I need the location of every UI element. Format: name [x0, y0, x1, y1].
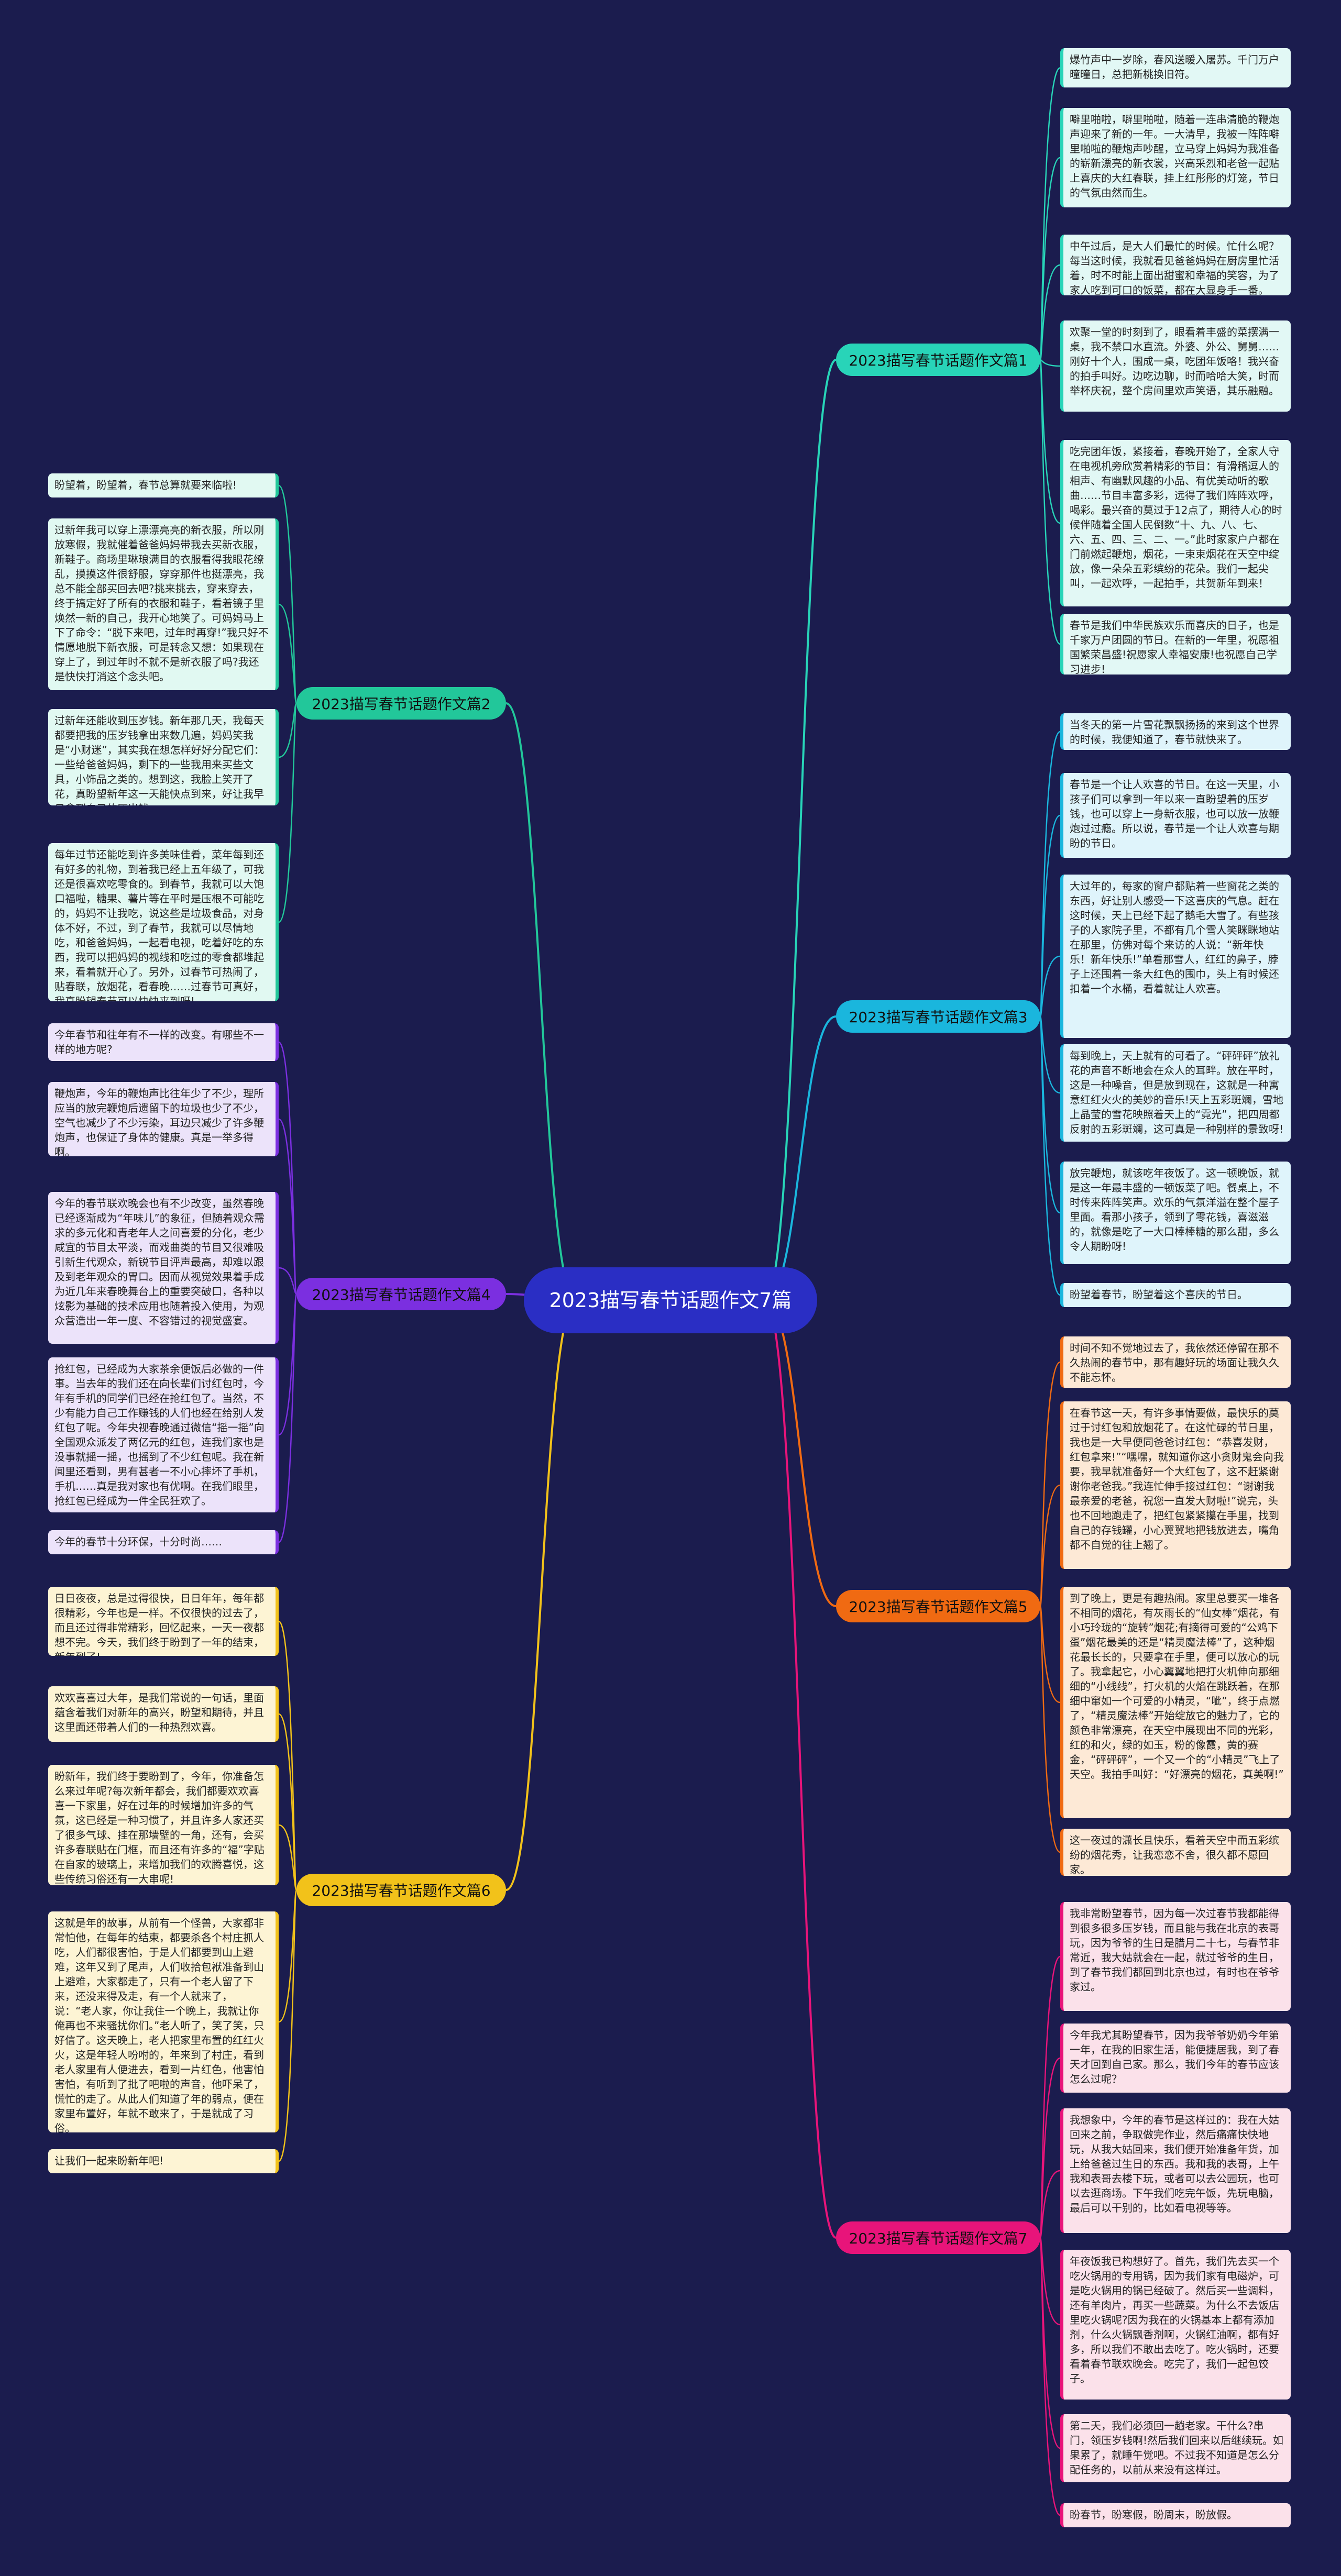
- leaf-text-b2-4[interactable]: 每年过节还能吃到许多美味佳肴，菜年每到还有好多的礼物，到着我已经上五年级了，可我…: [48, 843, 279, 1001]
- leaf-connector: [1039, 814, 1061, 1018]
- leaf-text-b6-1[interactable]: 日日夜夜，总是过得很快，日日年年，每年都很精彩，今年也是一样。不仅很快的过去了，…: [48, 1587, 279, 1656]
- branch-connector: [764, 1015, 837, 1301]
- leaf-connector: [278, 603, 298, 704]
- leaf-text-b1-6[interactable]: 春节是我们中华民族欢乐而喜庆的日子，也是千家万户团圆的节日。在新的一年里，祝愿祖…: [1060, 614, 1291, 675]
- branch-node-b6[interactable]: 2023描写春节话题作文篇6: [296, 1874, 506, 1906]
- leaf-text-b3-5[interactable]: 放完鞭炮，就该吃年夜饭了。这一顿晚饭，就是这一年最丰盛的一顿饭菜了吧。餐桌上，不…: [1060, 1162, 1291, 1264]
- leaf-text-b5-3[interactable]: 到了晚上，更是有趣热闹。家里总要买一堆各不相同的烟花，有灰雨长的“仙女棒”烟花，…: [1060, 1587, 1291, 1818]
- leaf-connector: [1039, 1484, 1061, 1607]
- leaf-connector: [278, 1267, 298, 1295]
- leaf-text-b4-3[interactable]: 今年的春节联欢晚会也有不少改变，虽然春晚已经逐渐成为“年味儿”的象征，但随着观众…: [48, 1192, 279, 1344]
- leaf-text-b3-4[interactable]: 每到晚上，天上就有的可看了。“砰砰砰”放礼花的声音不断地会在众人的耳畔。放在平时…: [1060, 1044, 1291, 1142]
- leaf-connector: [1040, 359, 1061, 367]
- leaf-connector: [1039, 1955, 1061, 2239]
- leaf-text-b5-2[interactable]: 在春节这一天，有许多事情要做，最快乐的莫过于讨红包和放烟花了。在这忙碌的节日里，…: [1060, 1401, 1291, 1569]
- branch-connector: [764, 359, 837, 1301]
- branch-node-b5[interactable]: 2023描写春节话题作文篇5: [836, 1590, 1040, 1622]
- leaf-text-b7-1[interactable]: 我非常盼望春节，因为每一次过春节我都能得到很多很多压岁钱，而且能与我在北京的表哥…: [1060, 1902, 1291, 2011]
- leaf-text-b4-4[interactable]: 抢红包，已经成为大家茶余便饭后必做的一件事。当去年的我们还在向长辈们讨红包时，今…: [48, 1357, 279, 1512]
- branch-node-b4[interactable]: 2023描写春节话题作文篇4: [296, 1278, 506, 1310]
- leaf-connector: [1039, 2170, 1061, 2239]
- leaf-connector: [278, 1889, 298, 2162]
- leaf-connector: [278, 702, 298, 923]
- branch-connector: [505, 1299, 577, 1891]
- leaf-text-b5-4[interactable]: 这一夜过的潇长且快乐，看着天空中而五彩缤纷的烟花秀，让我恋恋不舍，很久都不愿回家…: [1060, 1829, 1291, 1876]
- leaf-connector: [1039, 955, 1061, 1018]
- leaf-connector: [1039, 67, 1061, 361]
- leaf-text-b6-4[interactable]: 这就是年的故事，从前有一个怪兽，大家都非常怕他，在每年的结束，都要杀各个村庄抓人…: [48, 1911, 279, 2132]
- leaf-connector: [1039, 1015, 1061, 1296]
- leaf-text-b3-3[interactable]: 大过年的，每家的窗户都贴着一些窗花之类的东西，好让别人感受一下这喜庆的气息。赶在…: [1060, 875, 1291, 1038]
- leaf-connector: [278, 1824, 298, 1891]
- leaf-connector: [1039, 264, 1061, 361]
- leaf-connector: [278, 1118, 298, 1295]
- branch-node-b2[interactable]: 2023描写春节话题作文篇2: [296, 687, 506, 720]
- leaf-text-b6-3[interactable]: 盼新年，我们终于要盼到了，今年，你准备怎么来过年呢?每次新年都会，我们都要欢欢喜…: [48, 1765, 279, 1885]
- leaf-text-b5-1[interactable]: 时间不知不觉地过去了，我依然还停留在那不久热闹的春节中，那有趣好玩的场面让我久久…: [1060, 1336, 1291, 1388]
- branch-connector: [505, 702, 577, 1301]
- branch-connector: [764, 1299, 837, 1607]
- leaf-text-b4-1[interactable]: 今年春节和往年有不一样的改变。有哪些不一样的地方呢?: [48, 1023, 279, 1061]
- leaf-text-b1-2[interactable]: 噼里啪啦，噼里啪啦，随着一连串清脆的鞭炮声迎来了新的一年。一大清早，我被一阵阵噼…: [1060, 108, 1291, 207]
- leaf-text-b1-1[interactable]: 爆竹声中一岁除，春风送暖入屠苏。千门万户曈曈日，总把新桃换旧符。: [1060, 48, 1291, 87]
- leaf-text-b2-3[interactable]: 过新年还能收到压岁钱。新年那几天，我每天都要把我的压岁钱拿出来数几遍，妈妈笑我是…: [48, 709, 279, 805]
- leaf-text-b2-1[interactable]: 盼望着，盼望着，春节总算就要来临啦!: [48, 473, 279, 497]
- leaf-text-b7-4[interactable]: 年夜饭我已构想好了。首先，我们先去买一个吃火锅用的专用锅，因为我们家有电磁炉，可…: [1060, 2250, 1291, 2400]
- leaf-text-b7-2[interactable]: 今年我尤其盼望春节，因为我爷爷奶奶今年第一年，在我的旧家生活，能便捷居我，到了春…: [1060, 2024, 1291, 2093]
- leaf-text-b7-5[interactable]: 第二天，我们必须回一趟老家。干什么?串门，领压岁钱啊!然后我们回来以后继续玩。如…: [1060, 2414, 1291, 2482]
- leaf-connector: [1039, 359, 1061, 645]
- leaf-text-b1-3[interactable]: 中午过后，是大人们最忙的时候。忙什么呢？每当这时候，我就看见爸爸妈妈在厨房里忙活…: [1060, 235, 1291, 295]
- leaf-text-b6-2[interactable]: 欢欢喜喜过大年，是我们常说的一句话，里面蕴含着我们对新年的高兴，盼望和期待，并且…: [48, 1686, 279, 1742]
- leaf-text-b4-5[interactable]: 今年的春节十分环保，十分时尚……: [48, 1530, 279, 1554]
- branch-node-b3[interactable]: 2023描写春节话题作文篇3: [836, 1000, 1040, 1033]
- leaf-connector: [1039, 731, 1061, 1018]
- leaf-text-b1-5[interactable]: 吃完团年饭，紧接着，春晚开始了，全家人守在电视机旁欣赏着精彩的节目：有滑稽逗人的…: [1060, 440, 1291, 606]
- leaf-text-b3-6[interactable]: 盼望着春节，盼望着这个喜庆的节日。: [1060, 1283, 1291, 1307]
- leaf-text-b3-1[interactable]: 当冬天的第一片雪花飘飘扬扬的来到这个世界的时候，我便知道了，春节就快来了。: [1060, 713, 1291, 750]
- leaf-text-b2-2[interactable]: 过新年我可以穿上漂漂亮亮的新衣服，所以刚放寒假，我就催着爸爸妈妈带我去买新衣服，…: [48, 518, 279, 690]
- leaf-connector: [1039, 1605, 1061, 1853]
- leaf-text-b7-6[interactable]: 盼春节，盼寒假，盼周末，盼放假。: [1060, 2503, 1291, 2527]
- leaf-text-b3-2[interactable]: 春节是一个让人欢喜的节日。在这一天里，小孩子们可以拿到一年以来一直盼望着的压岁钱…: [1060, 773, 1291, 858]
- leaf-connector: [1039, 2237, 1061, 2516]
- leaf-text-b7-3[interactable]: 我想象中，今年的春节是这样过的：我在大姑回来之前，争取做完作业，然后痛痛快快地玩…: [1060, 2108, 1291, 2233]
- leaf-text-b6-5[interactable]: 让我们一起来盼新年吧!: [48, 2149, 279, 2173]
- central-topic[interactable]: 2023描写春节话题作文7篇: [524, 1267, 817, 1333]
- leaf-text-b4-2[interactable]: 鞭炮声，今年的鞭炮声比往年少了不少，理所应当的放完鞭炮后遗留下的垃圾也少了不少，…: [48, 1082, 279, 1156]
- leaf-connector: [278, 1713, 298, 1891]
- branch-node-b7[interactable]: 2023描写春节话题作文篇7: [836, 2221, 1040, 2254]
- leaf-text-b1-4[interactable]: 欢聚一堂的时刻到了，眼看着丰盛的菜摆满一桌，我不禁口水直流。外婆、外公、舅舅………: [1060, 320, 1291, 412]
- branch-connector: [764, 1299, 837, 2239]
- leaf-connector: [278, 1293, 298, 1543]
- branch-node-b1[interactable]: 2023描写春节话题作文篇1: [836, 344, 1040, 376]
